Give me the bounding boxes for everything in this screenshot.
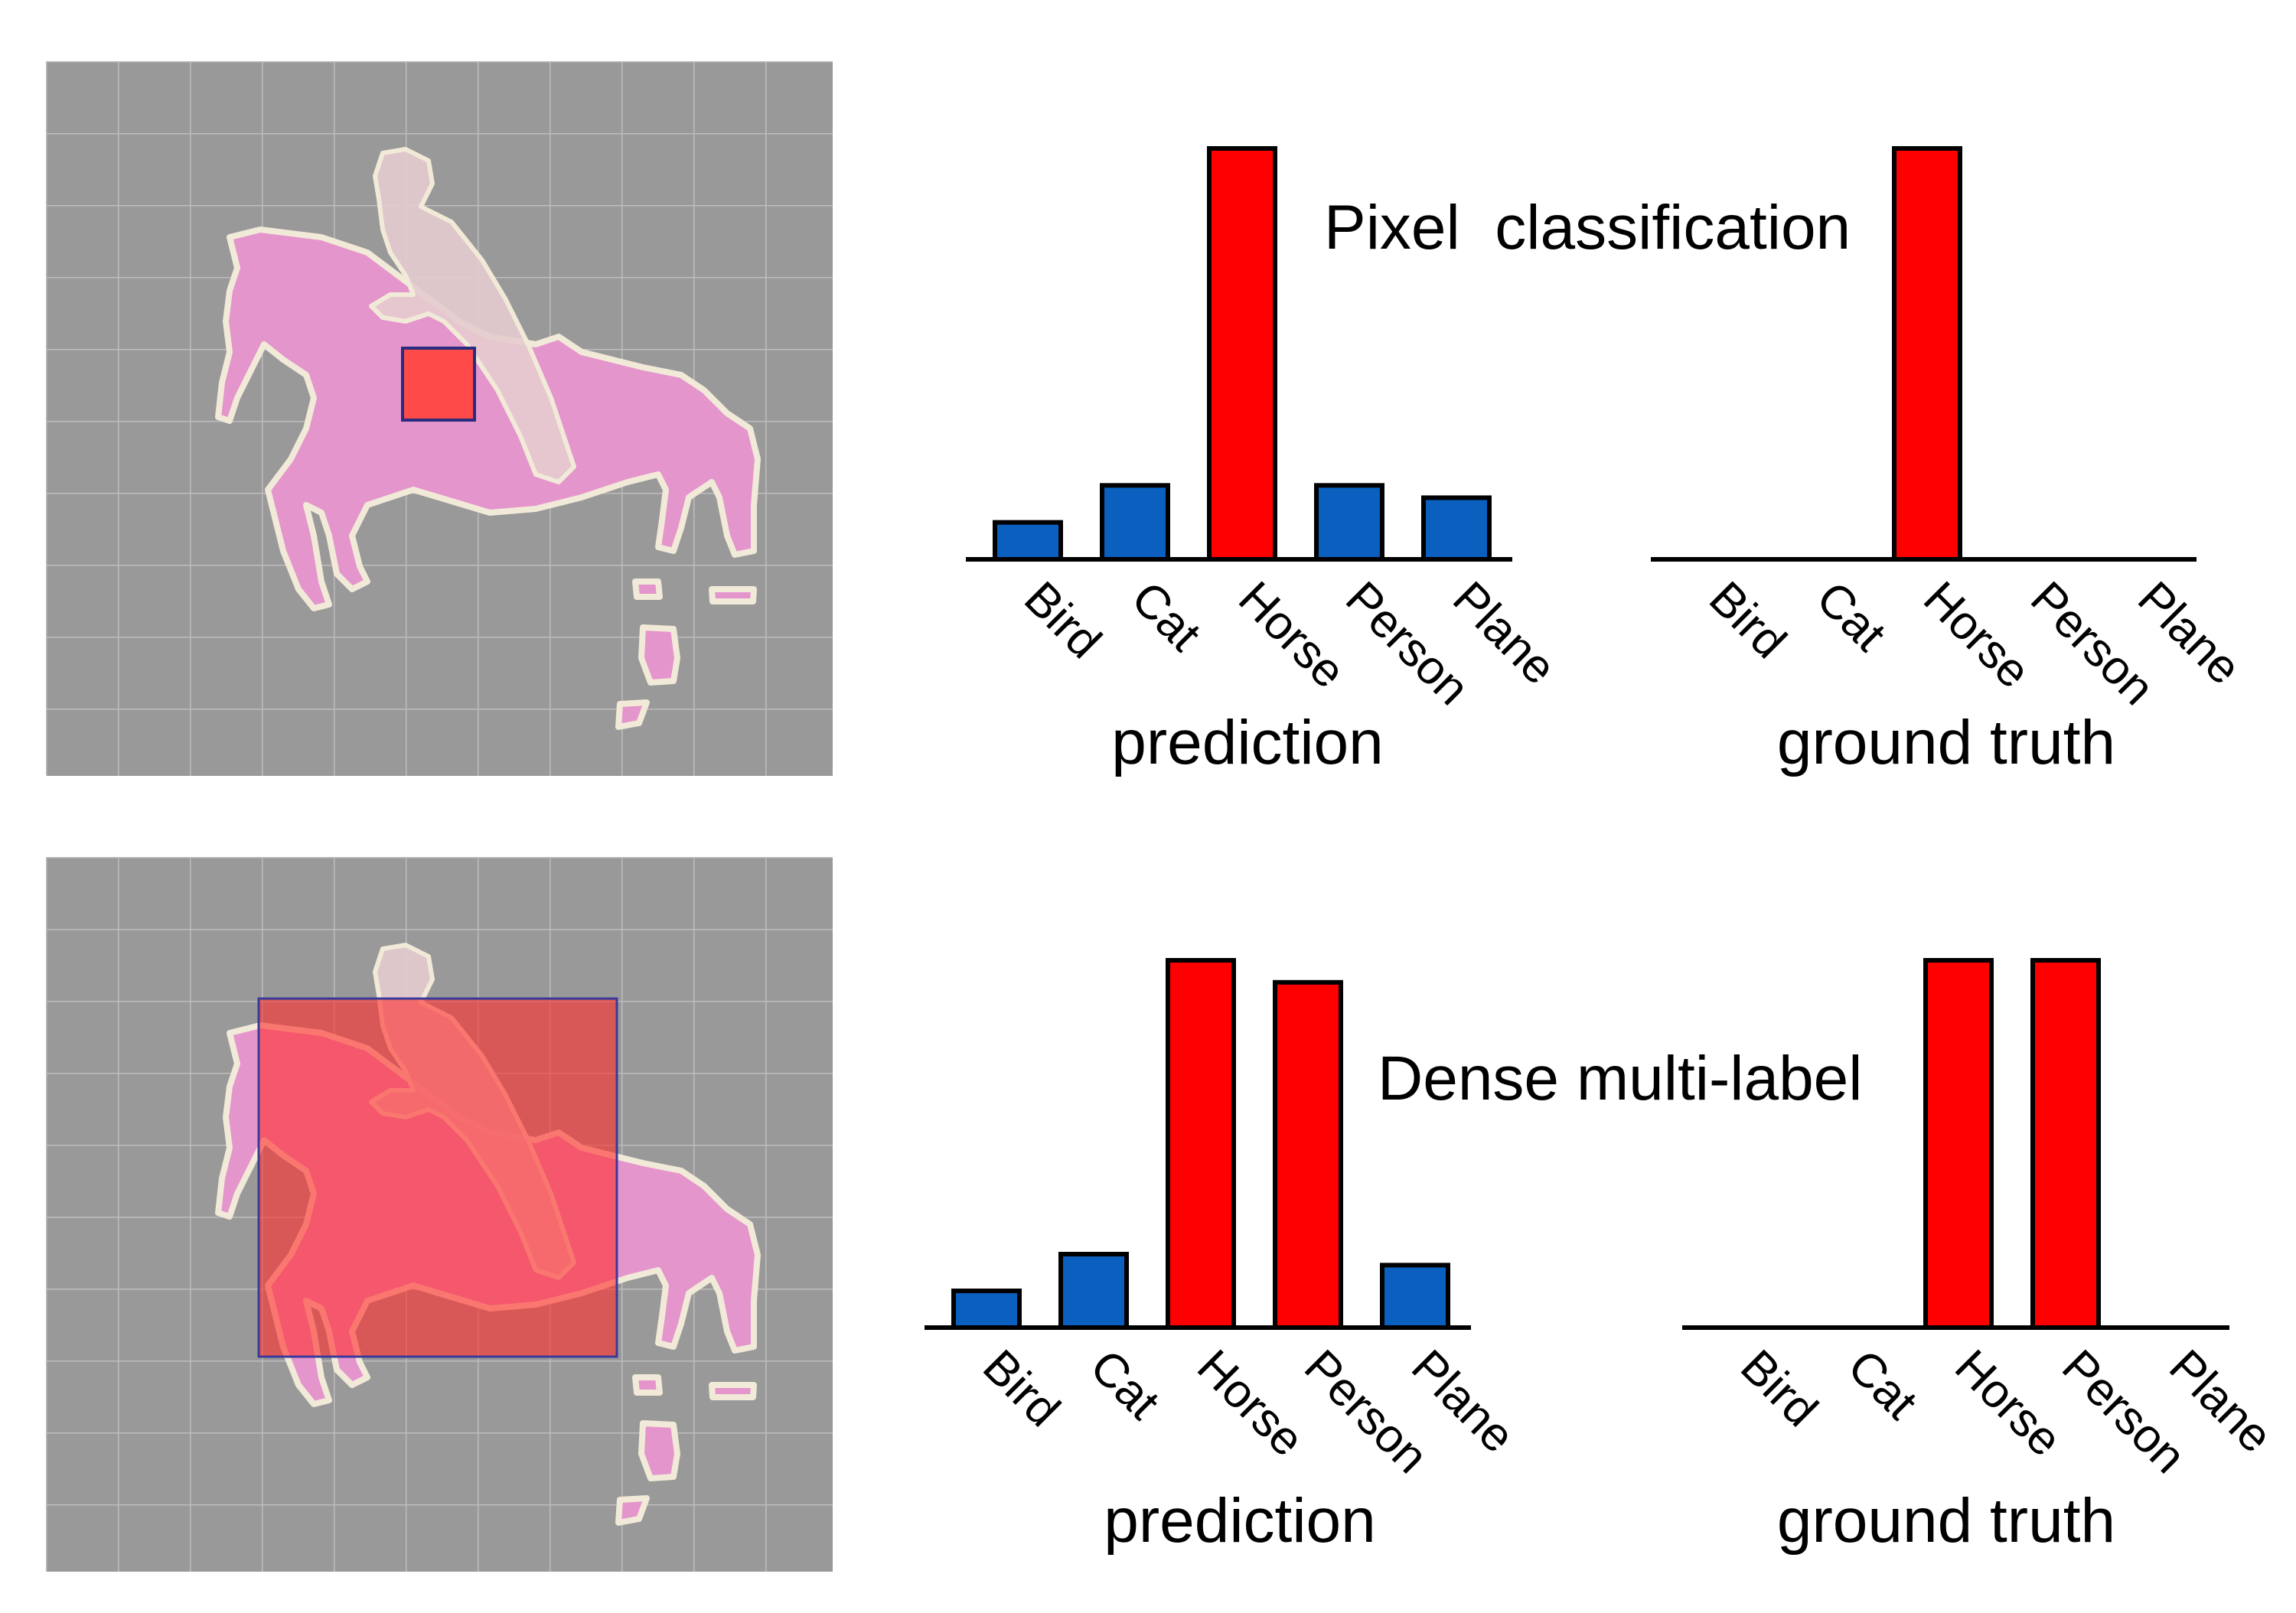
tick-label-cat: Cat [1080, 1340, 1169, 1429]
bar-bird [993, 520, 1063, 562]
bar-person [2030, 958, 2101, 1330]
tick-label-bird: Bird [973, 1340, 1070, 1437]
tick-label-horse: Horse [1187, 1340, 1314, 1467]
prediction-label-top: prediction [1111, 708, 1384, 777]
tick-label-bird: Bird [1699, 572, 1796, 669]
bar-bird [951, 1289, 1022, 1330]
bar-plane [1421, 495, 1492, 562]
bar-person [1273, 979, 1343, 1331]
tick-label-bird: Bird [1730, 1340, 1828, 1437]
bar-horse [1207, 146, 1277, 562]
bar-person [1314, 483, 1384, 562]
prediction-label-bottom: prediction [1104, 1486, 1376, 1556]
ground-truth-label-bottom: ground truth [1777, 1486, 2115, 1556]
panel-heading-dense: Dense multi-label [1378, 1044, 1863, 1113]
tick-label-cat: Cat [1838, 1340, 1927, 1429]
tick-label-horse: Horse [1913, 572, 2040, 699]
selected-region-box [257, 997, 618, 1358]
ground-truth-label-top: ground truth [1777, 708, 2115, 777]
bar-cat [1100, 483, 1170, 562]
top-image-panel [46, 61, 833, 776]
panel-heading-pixel: Pixel classification [1324, 193, 1851, 262]
tick-label-bird: Bird [1014, 572, 1111, 669]
tick-label-horse: Horse [1945, 1340, 2072, 1467]
tick-label-cat: Cat [1806, 572, 1896, 661]
bar-horse [1923, 958, 1994, 1330]
selected-pixel-box [401, 347, 476, 422]
tick-label-horse: Horse [1228, 572, 1355, 699]
bottom-image-panel [46, 857, 833, 1572]
bar-plane [1380, 1263, 1450, 1331]
bar-cat [1058, 1252, 1129, 1330]
bar-horse [1166, 958, 1236, 1330]
bar-horse [1892, 146, 1962, 562]
tick-label-cat: Cat [1121, 572, 1211, 661]
